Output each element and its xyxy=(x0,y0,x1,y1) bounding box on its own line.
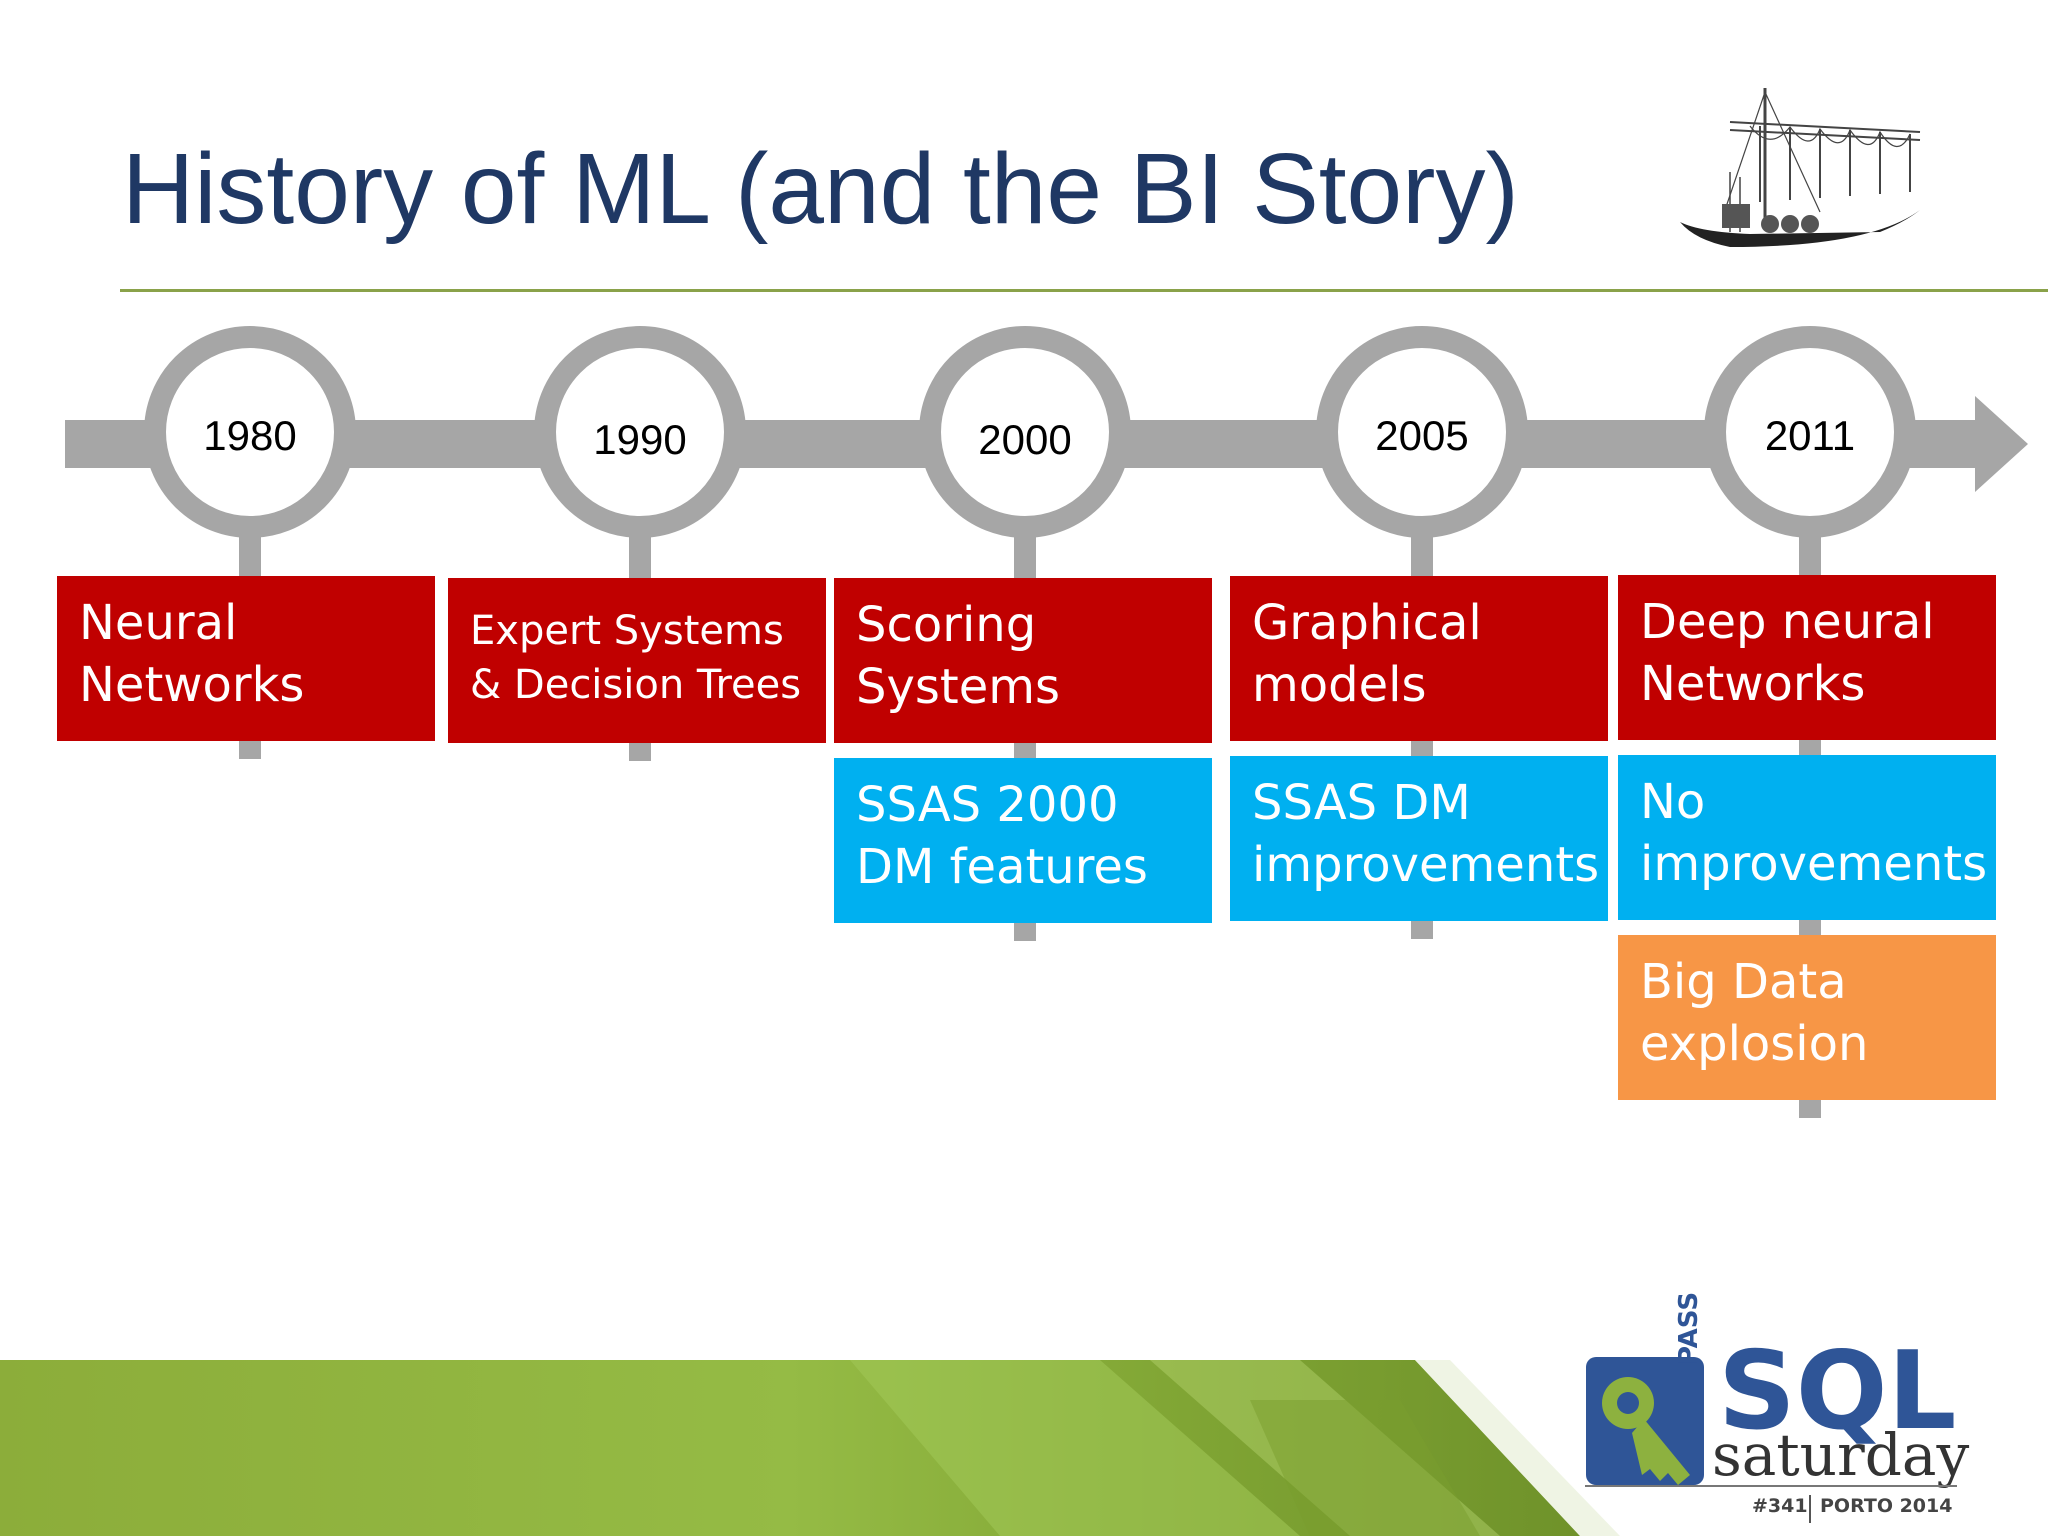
ml-milestone-box: Expert Systems & Decision Trees xyxy=(448,578,826,743)
year-label: 2011 xyxy=(1764,412,1856,459)
footer-band xyxy=(0,1360,1620,1536)
timeline-node-circle xyxy=(1704,326,1916,538)
milestone-line: Networks xyxy=(79,657,305,713)
bi-milestone-box: No improvements xyxy=(1618,755,1996,920)
timeline-node-circle xyxy=(534,326,746,538)
milestone-line: explosion xyxy=(1640,1016,1869,1072)
milestone-line: No xyxy=(1640,774,1706,830)
milestone-line: improvements xyxy=(1252,837,1600,893)
milestone-line: Expert Systems xyxy=(470,608,784,654)
milestone-line: Big Data xyxy=(1640,954,1847,1010)
timeline-node-circle xyxy=(1316,326,1528,538)
timeline-node-circle xyxy=(919,326,1131,538)
saturday-label: saturday xyxy=(1712,1421,1970,1489)
milestone-line: SSAS DM xyxy=(1252,775,1471,831)
milestone-line: Deep neural xyxy=(1640,594,1935,650)
event-number: #341 xyxy=(1752,1495,1808,1517)
event-place: PORTO 2014 xyxy=(1820,1495,1953,1517)
slide-title: History of ML (and the BI Story) xyxy=(122,133,1519,245)
year-label: 2005 xyxy=(1375,412,1469,459)
title-divider xyxy=(120,289,2048,292)
sql-label: SQL xyxy=(1718,1329,1957,1454)
milestone-line: DM features xyxy=(856,839,1148,895)
year-label: 1980 xyxy=(203,412,297,459)
milestone-line: Scoring xyxy=(856,597,1037,653)
year-label: 1990 xyxy=(593,416,687,463)
milestone-line: models xyxy=(1252,657,1427,713)
milestone-line: Neural xyxy=(79,595,238,651)
boat-bridge-sketch-icon xyxy=(1680,88,1921,247)
bigdata-milestone-box: Big Data explosion xyxy=(1618,935,1996,1100)
year-label: 2000 xyxy=(978,416,1072,463)
event-divider xyxy=(1809,1495,1811,1523)
timeline-node-circle xyxy=(144,326,356,538)
sql-saturday-key-icon xyxy=(1586,1357,1704,1485)
sql-logo-rule xyxy=(1585,1485,1957,1487)
ml-milestone-box: Graphical models xyxy=(1230,576,1608,741)
timeline-arrow-head xyxy=(1975,396,2028,492)
milestone-line: improvements xyxy=(1640,836,1988,892)
milestone-line: SSAS 2000 xyxy=(856,777,1119,833)
bi-milestone-box: SSAS 2000 DM features xyxy=(834,758,1212,923)
milestone-line: Networks xyxy=(1640,656,1866,712)
milestone-line: Graphical xyxy=(1252,595,1482,651)
milestone-line: Systems xyxy=(856,659,1060,715)
milestone-line: & Decision Trees xyxy=(470,662,802,708)
bi-milestone-box: SSAS DM improvements xyxy=(1230,756,1608,921)
pass-label: PASS xyxy=(1674,1291,1704,1365)
